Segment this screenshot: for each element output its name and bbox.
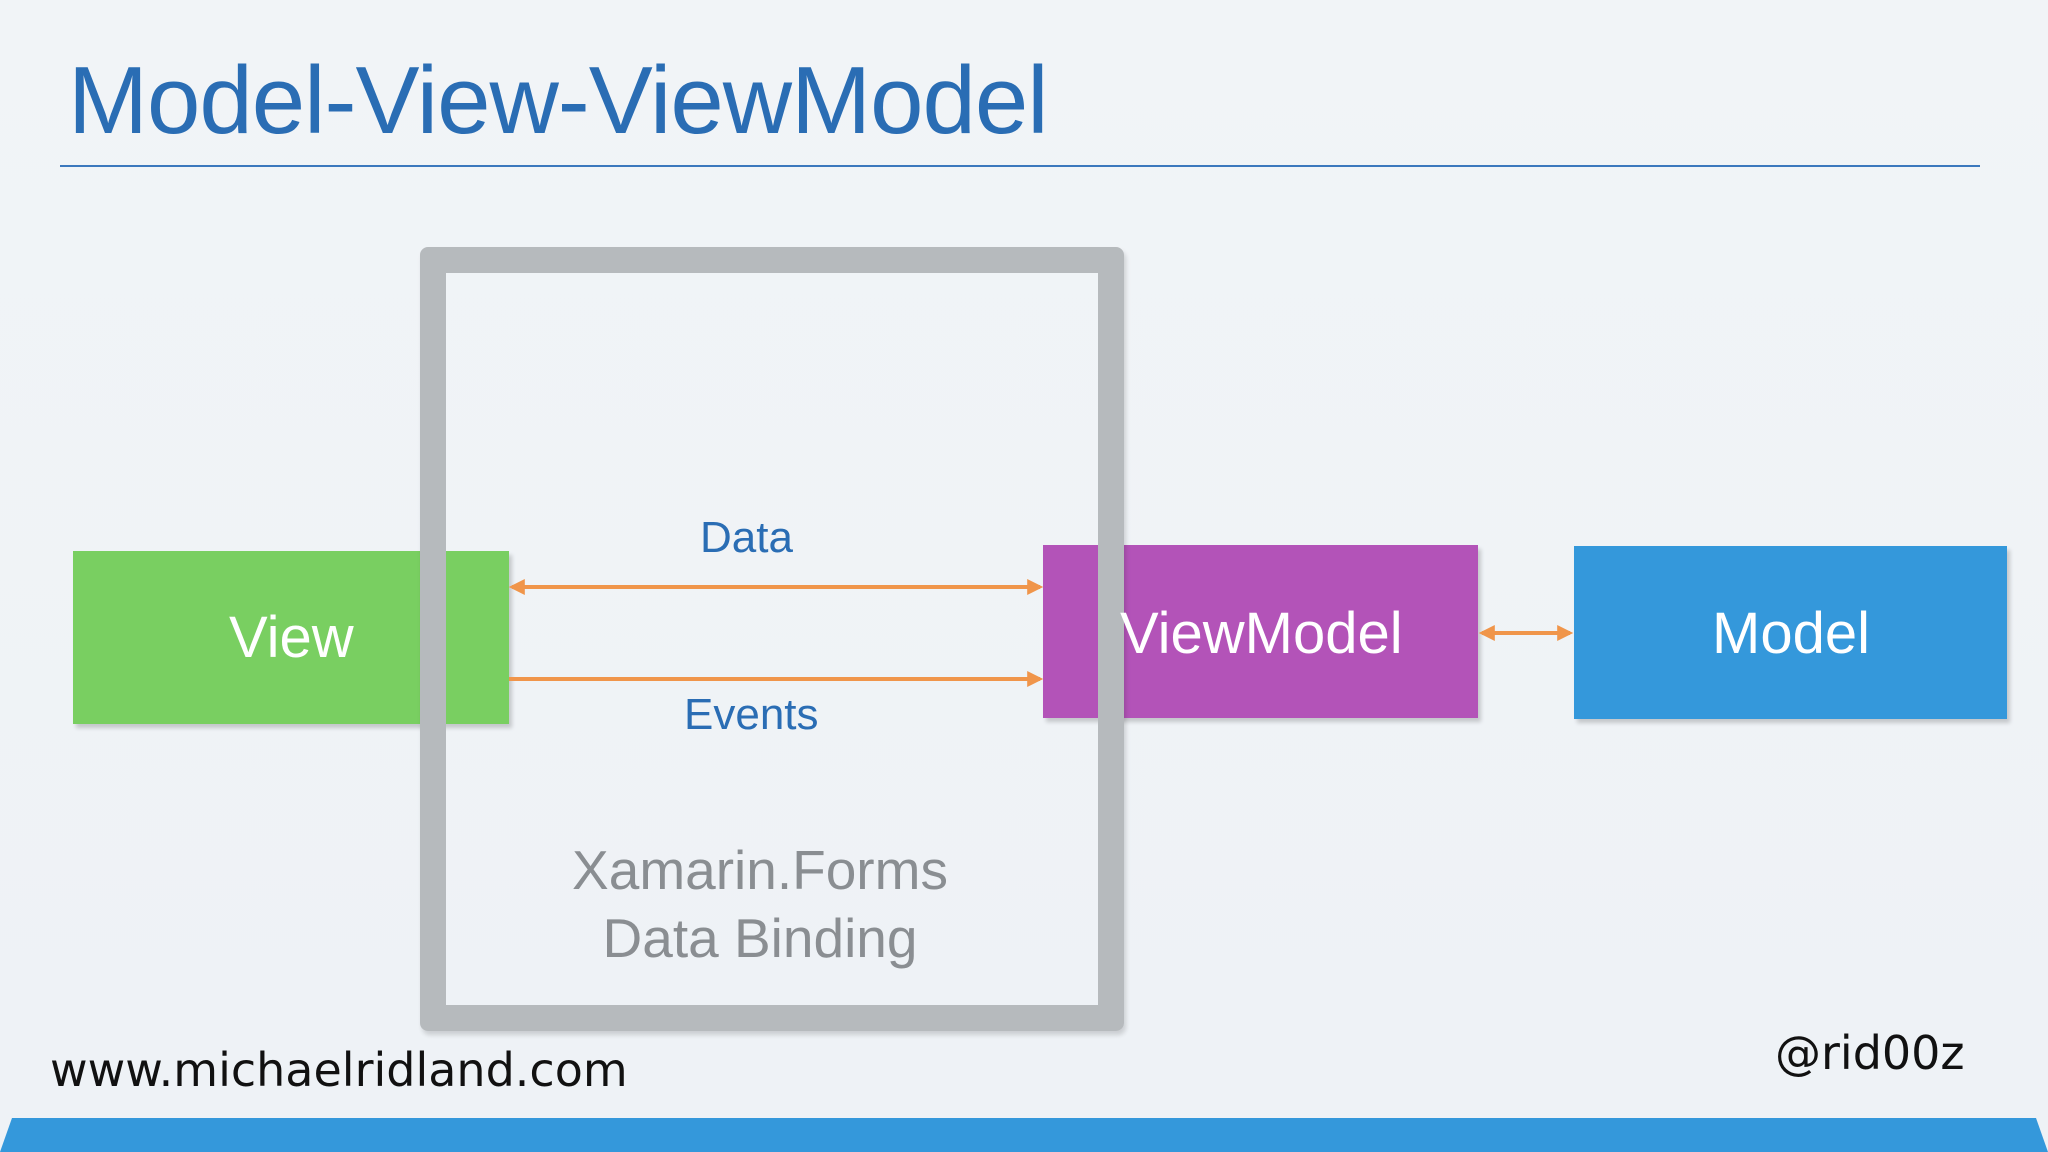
- footer-handle: @rid00z: [1775, 1026, 1965, 1080]
- events-arrow-label: Events: [684, 690, 819, 739]
- view-label: View: [229, 605, 354, 670]
- data-arrow-label: Data: [700, 513, 793, 562]
- frame-label-line1: Xamarin.Forms: [572, 839, 948, 901]
- model-box: [1574, 546, 2007, 719]
- footer-url: www.michaelridland.com: [50, 1043, 628, 1097]
- viewmodel-label: ViewModel: [1120, 601, 1403, 666]
- model-label: Model: [1712, 601, 1870, 666]
- frame-label-line2: Data Binding: [602, 907, 918, 969]
- title-divider: [60, 165, 1980, 167]
- bottom-band: [0, 1118, 2048, 1152]
- data-binding-frame: [420, 247, 1124, 1031]
- slide-title: Model-View-ViewModel: [68, 47, 1049, 154]
